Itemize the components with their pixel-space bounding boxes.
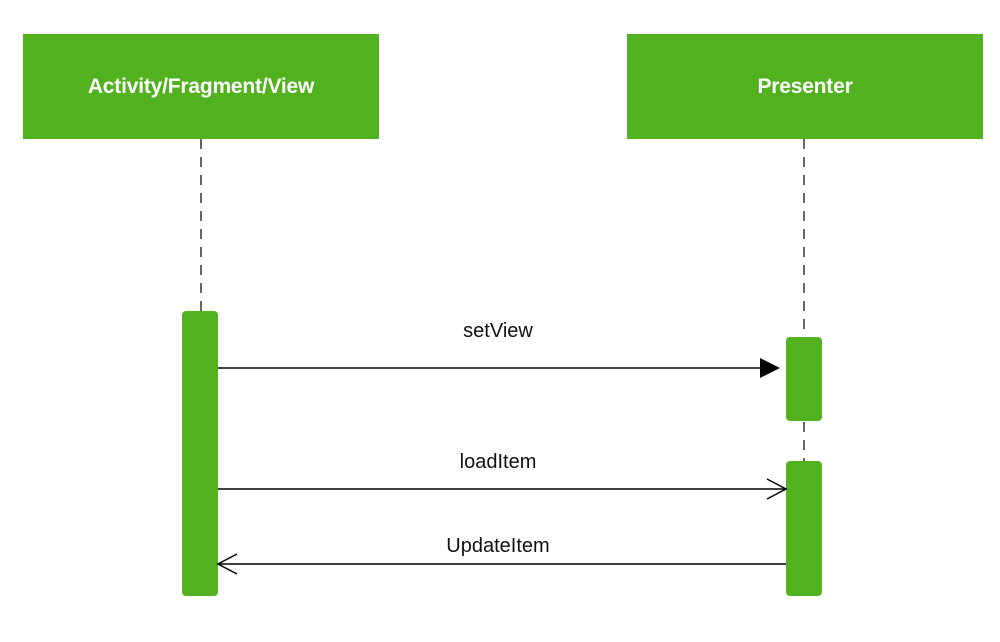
filled-arrowhead-icon (760, 358, 780, 378)
message-updateitem-label: UpdateItem (446, 535, 550, 557)
message-loaditem-label: loadItem (459, 451, 537, 473)
open-arrowhead-icon (216, 553, 238, 575)
participant-presenter-label: Presenter (757, 74, 853, 98)
message-setview-label: setView (463, 320, 533, 342)
activation-bar-view (182, 311, 218, 596)
participant-view-box: Activity/Fragment/View (23, 34, 379, 139)
participant-presenter-box: Presenter (627, 34, 983, 139)
participant-view-label: Activity/Fragment/View (87, 74, 315, 98)
activation-bar-presenter-2 (786, 461, 822, 596)
open-arrowhead-icon (766, 478, 788, 500)
activation-bar-presenter-1 (786, 337, 822, 421)
